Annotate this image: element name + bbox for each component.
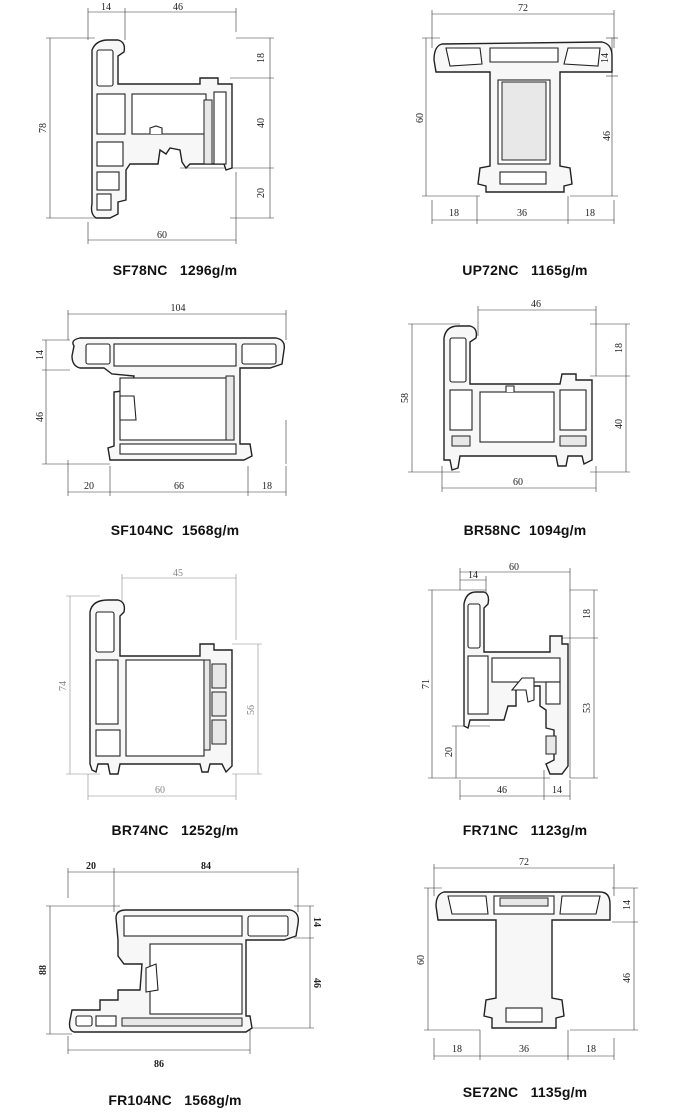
dim-label: 53 bbox=[582, 703, 593, 713]
dim-label: 14 bbox=[552, 785, 562, 796]
profile-drawing-br74nc: 45 74 56 60 bbox=[58, 568, 262, 800]
dim-label: 104 bbox=[171, 303, 186, 314]
dim-label: 14 bbox=[101, 2, 111, 13]
dim-label: 46 bbox=[622, 973, 633, 983]
profile-model: FR104NC bbox=[108, 1092, 172, 1108]
profile-cell-br58nc: 46 18 58 40 60 BR58NC 1094g/m bbox=[350, 280, 700, 560]
profile-model: BR58NC bbox=[463, 522, 521, 538]
dim-label: 46 bbox=[497, 785, 507, 796]
dim-label: 20 bbox=[256, 188, 267, 198]
profile-weight: 1252g/m bbox=[181, 822, 239, 838]
dim-label: 66 bbox=[174, 481, 184, 492]
dim-label: 46 bbox=[531, 299, 541, 310]
dim-label: 18 bbox=[256, 53, 267, 63]
dim-label: 14 bbox=[622, 900, 633, 910]
profile-model: UP72NC bbox=[462, 262, 519, 278]
profile-caption: UP72NC 1165g/m bbox=[350, 262, 700, 278]
dim-label: 60 bbox=[155, 785, 165, 796]
profile-cell-se72nc: 72 14 60 46 18 36 18 SE72NC 1135g/m bbox=[350, 840, 700, 1120]
profile-weight: 1568g/m bbox=[184, 1092, 242, 1108]
profile-drawing-se72nc: 72 14 60 46 18 36 18 bbox=[416, 857, 638, 1060]
profile-cell-up72nc: 72 14 60 46 18 36 18 UP72NC 1165g/m bbox=[350, 0, 700, 280]
profile-weight: 1568g/m bbox=[181, 522, 240, 538]
profile-cell-fr71nc: 60 14 18 71 53 20 46 14 FR71NC 1123g/m bbox=[350, 560, 700, 840]
profile-drawing-up72nc: 72 14 60 46 18 36 18 bbox=[415, 3, 618, 224]
profile-caption: SF104NC 1568g/m bbox=[0, 522, 350, 538]
dim-label: 60 bbox=[415, 113, 426, 123]
dim-label: 14 bbox=[311, 917, 322, 927]
profile-model: SF78NC bbox=[112, 262, 168, 278]
dim-label: 20 bbox=[84, 481, 94, 492]
dim-label: 18 bbox=[262, 481, 272, 492]
dim-label: 18 bbox=[449, 208, 459, 219]
dim-label: 45 bbox=[173, 568, 183, 579]
dim-label: 40 bbox=[256, 118, 267, 128]
profile-weight: 1165g/m bbox=[531, 262, 588, 278]
dim-label: 18 bbox=[582, 609, 593, 619]
dim-label: 60 bbox=[416, 955, 427, 965]
dim-label: 46 bbox=[35, 412, 46, 422]
profile-model: SE72NC bbox=[462, 1084, 519, 1100]
dim-label: 36 bbox=[519, 1044, 529, 1055]
profile-caption: SE72NC 1135g/m bbox=[350, 1084, 700, 1100]
profile-weight: 1123g/m bbox=[530, 822, 588, 838]
profile-drawing-br58nc: 46 18 58 40 60 bbox=[400, 299, 630, 492]
dim-label: 20 bbox=[86, 861, 96, 872]
dim-label: 18 bbox=[452, 1044, 462, 1055]
dim-label: 14 bbox=[35, 350, 46, 360]
profile-cell-sf78nc: 14 46 18 40 20 78 60 SF78NC 1296g/m bbox=[0, 0, 350, 280]
profile-weight: 1135g/m bbox=[530, 1084, 588, 1100]
dim-label: 72 bbox=[519, 857, 529, 868]
profile-drawing-fr71nc: 60 14 18 71 53 20 46 14 bbox=[421, 562, 598, 800]
profile-model: BR74NC bbox=[111, 822, 169, 838]
profile-drawing-sf78nc: 14 46 18 40 20 78 60 bbox=[38, 2, 274, 244]
dim-label: 84 bbox=[201, 861, 211, 872]
dim-label: 46 bbox=[311, 978, 322, 988]
dim-label: 60 bbox=[157, 230, 167, 241]
profile-weight: 1296g/m bbox=[179, 262, 238, 278]
dim-label: 72 bbox=[518, 3, 528, 14]
dim-label: 18 bbox=[585, 208, 595, 219]
profile-cell-fr104nc: 20 84 14 88 46 86 FR104NC 1568g/m bbox=[0, 840, 350, 1120]
dim-label: 86 bbox=[154, 1059, 164, 1070]
dim-label: 60 bbox=[513, 477, 523, 488]
dim-label: 56 bbox=[246, 705, 257, 715]
dim-label: 60 bbox=[509, 562, 519, 573]
profile-drawing-sf104nc: 104 14 46 20 66 18 bbox=[35, 303, 287, 496]
profile-cell-br74nc: 45 74 56 60 BR74NC 1252g/m bbox=[0, 560, 350, 840]
dim-label: 71 bbox=[421, 679, 432, 689]
dim-label: 20 bbox=[444, 747, 455, 757]
profile-caption: SF78NC 1296g/m bbox=[0, 262, 350, 278]
dim-label: 36 bbox=[517, 208, 527, 219]
profile-caption: BR58NC 1094g/m bbox=[350, 522, 700, 538]
dim-label: 74 bbox=[58, 681, 69, 691]
dim-label: 46 bbox=[173, 2, 183, 13]
profile-weight: 1094g/m bbox=[528, 522, 587, 538]
profile-drawing-fr104nc: 20 84 14 88 46 86 bbox=[38, 861, 322, 1070]
dim-label: 18 bbox=[586, 1044, 596, 1055]
profile-caption: FR71NC 1123g/m bbox=[350, 822, 700, 838]
dim-label: 78 bbox=[38, 123, 49, 133]
profile-caption: BR74NC 1252g/m bbox=[0, 822, 350, 838]
profile-cell-sf104nc: 104 14 46 20 66 18 SF104NC 1568g/m bbox=[0, 280, 350, 560]
dim-label: 88 bbox=[38, 965, 49, 975]
dim-label: 14 bbox=[468, 570, 478, 581]
profile-model: FR71NC bbox=[462, 822, 519, 838]
dim-label: 46 bbox=[602, 131, 613, 141]
profile-caption: FR104NC 1568g/m bbox=[0, 1092, 350, 1108]
dim-label: 40 bbox=[614, 419, 625, 429]
dim-label: 14 bbox=[600, 53, 611, 63]
profile-model: SF104NC bbox=[110, 522, 174, 538]
dim-label: 18 bbox=[614, 343, 625, 353]
dim-label: 58 bbox=[400, 393, 411, 403]
